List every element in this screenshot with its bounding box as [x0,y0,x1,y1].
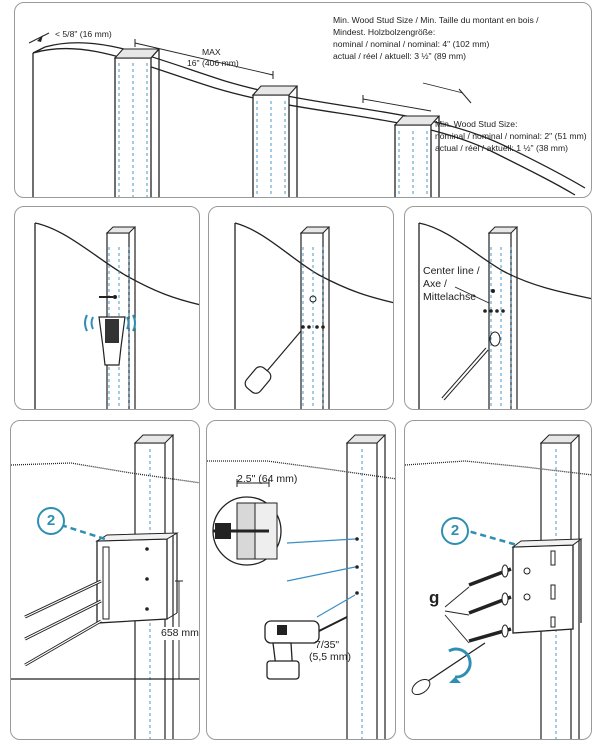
min-stud-actual: actual / réel / aktuell: 3 ½" (89 mm) [333,51,466,61]
drill-pilot-drawing [207,434,395,739]
part-number-badge: 2 [441,517,469,545]
drywall-thickness-label: < 5/8" (16 mm) [55,29,112,39]
min-stud-title: Min. Wood Stud Size / Min. Taille du mon… [333,15,539,25]
bracket-icon [95,532,179,624]
drill-icon [264,616,348,680]
stud-1 [113,48,161,197]
stud-finder-icon [84,295,136,366]
drill-bit-size-label-2: (5,5 mm) [309,651,351,663]
center-line-drawing [418,222,591,409]
drill-bit-size-label-1: 7/35" [315,639,340,651]
stud-finder-drawing [34,222,199,409]
min-stud-nominal: nominal / nominal / nominal: 4" (102 mm) [333,39,490,49]
stud-layout-drawing [28,32,586,197]
stud-2 [251,85,299,197]
part-number-badge: 2 [37,507,65,535]
screw-label: g [429,588,440,607]
pencil-icon [441,347,489,401]
drill-depth-detail [212,479,282,566]
min-stud2-title: Min. Wood Stud Size: [435,119,518,129]
center-line-label-2: Axe / [423,278,447,290]
screw-icons [24,579,102,667]
max-spacing-label: 16" (406 mm) [187,58,239,68]
panel-drill-pilot: 2.5" (64 mm) 7/35" (5,5 mm) [206,420,396,740]
panel-center-line: Center line / Axe / Mittelachse [404,206,592,410]
mount-bracket-drawing [405,434,591,739]
mark-center-drawing [234,222,393,409]
min-stud2-actual: actual / réel / aktuell: 1 ½" (38 mm) [435,143,568,153]
stud-3 [393,115,441,197]
panel-bracket-height: 2 658 mm [10,420,200,740]
bracket-height-drawing [11,434,199,739]
max-label: MAX [202,47,221,57]
panel-stud-layout: < 5/8" (16 mm) MAX 16" (406 mm) Min. Woo… [14,2,592,198]
bracket-icon [511,538,583,634]
panel-mark-center [208,206,394,410]
awl-icon [244,330,302,394]
lag-screw-icons [468,564,512,643]
panel-stud-finder [14,206,200,410]
min-stud2-nominal: nominal / nominal / nominal: 2" (51 mm) [435,131,587,141]
min-stud-title-de: Mindest. Holzbolzengröße: [333,27,436,37]
panel-mount-bracket: 2 g [404,420,592,740]
height-label: 658 mm [161,627,199,640]
screwdriver-icon [411,642,486,696]
center-line-label-3: Mittelachse [423,291,477,303]
drill-depth-label: 2.5" (64 mm) [237,473,298,485]
center-line-label-1: Center line / [423,265,480,277]
